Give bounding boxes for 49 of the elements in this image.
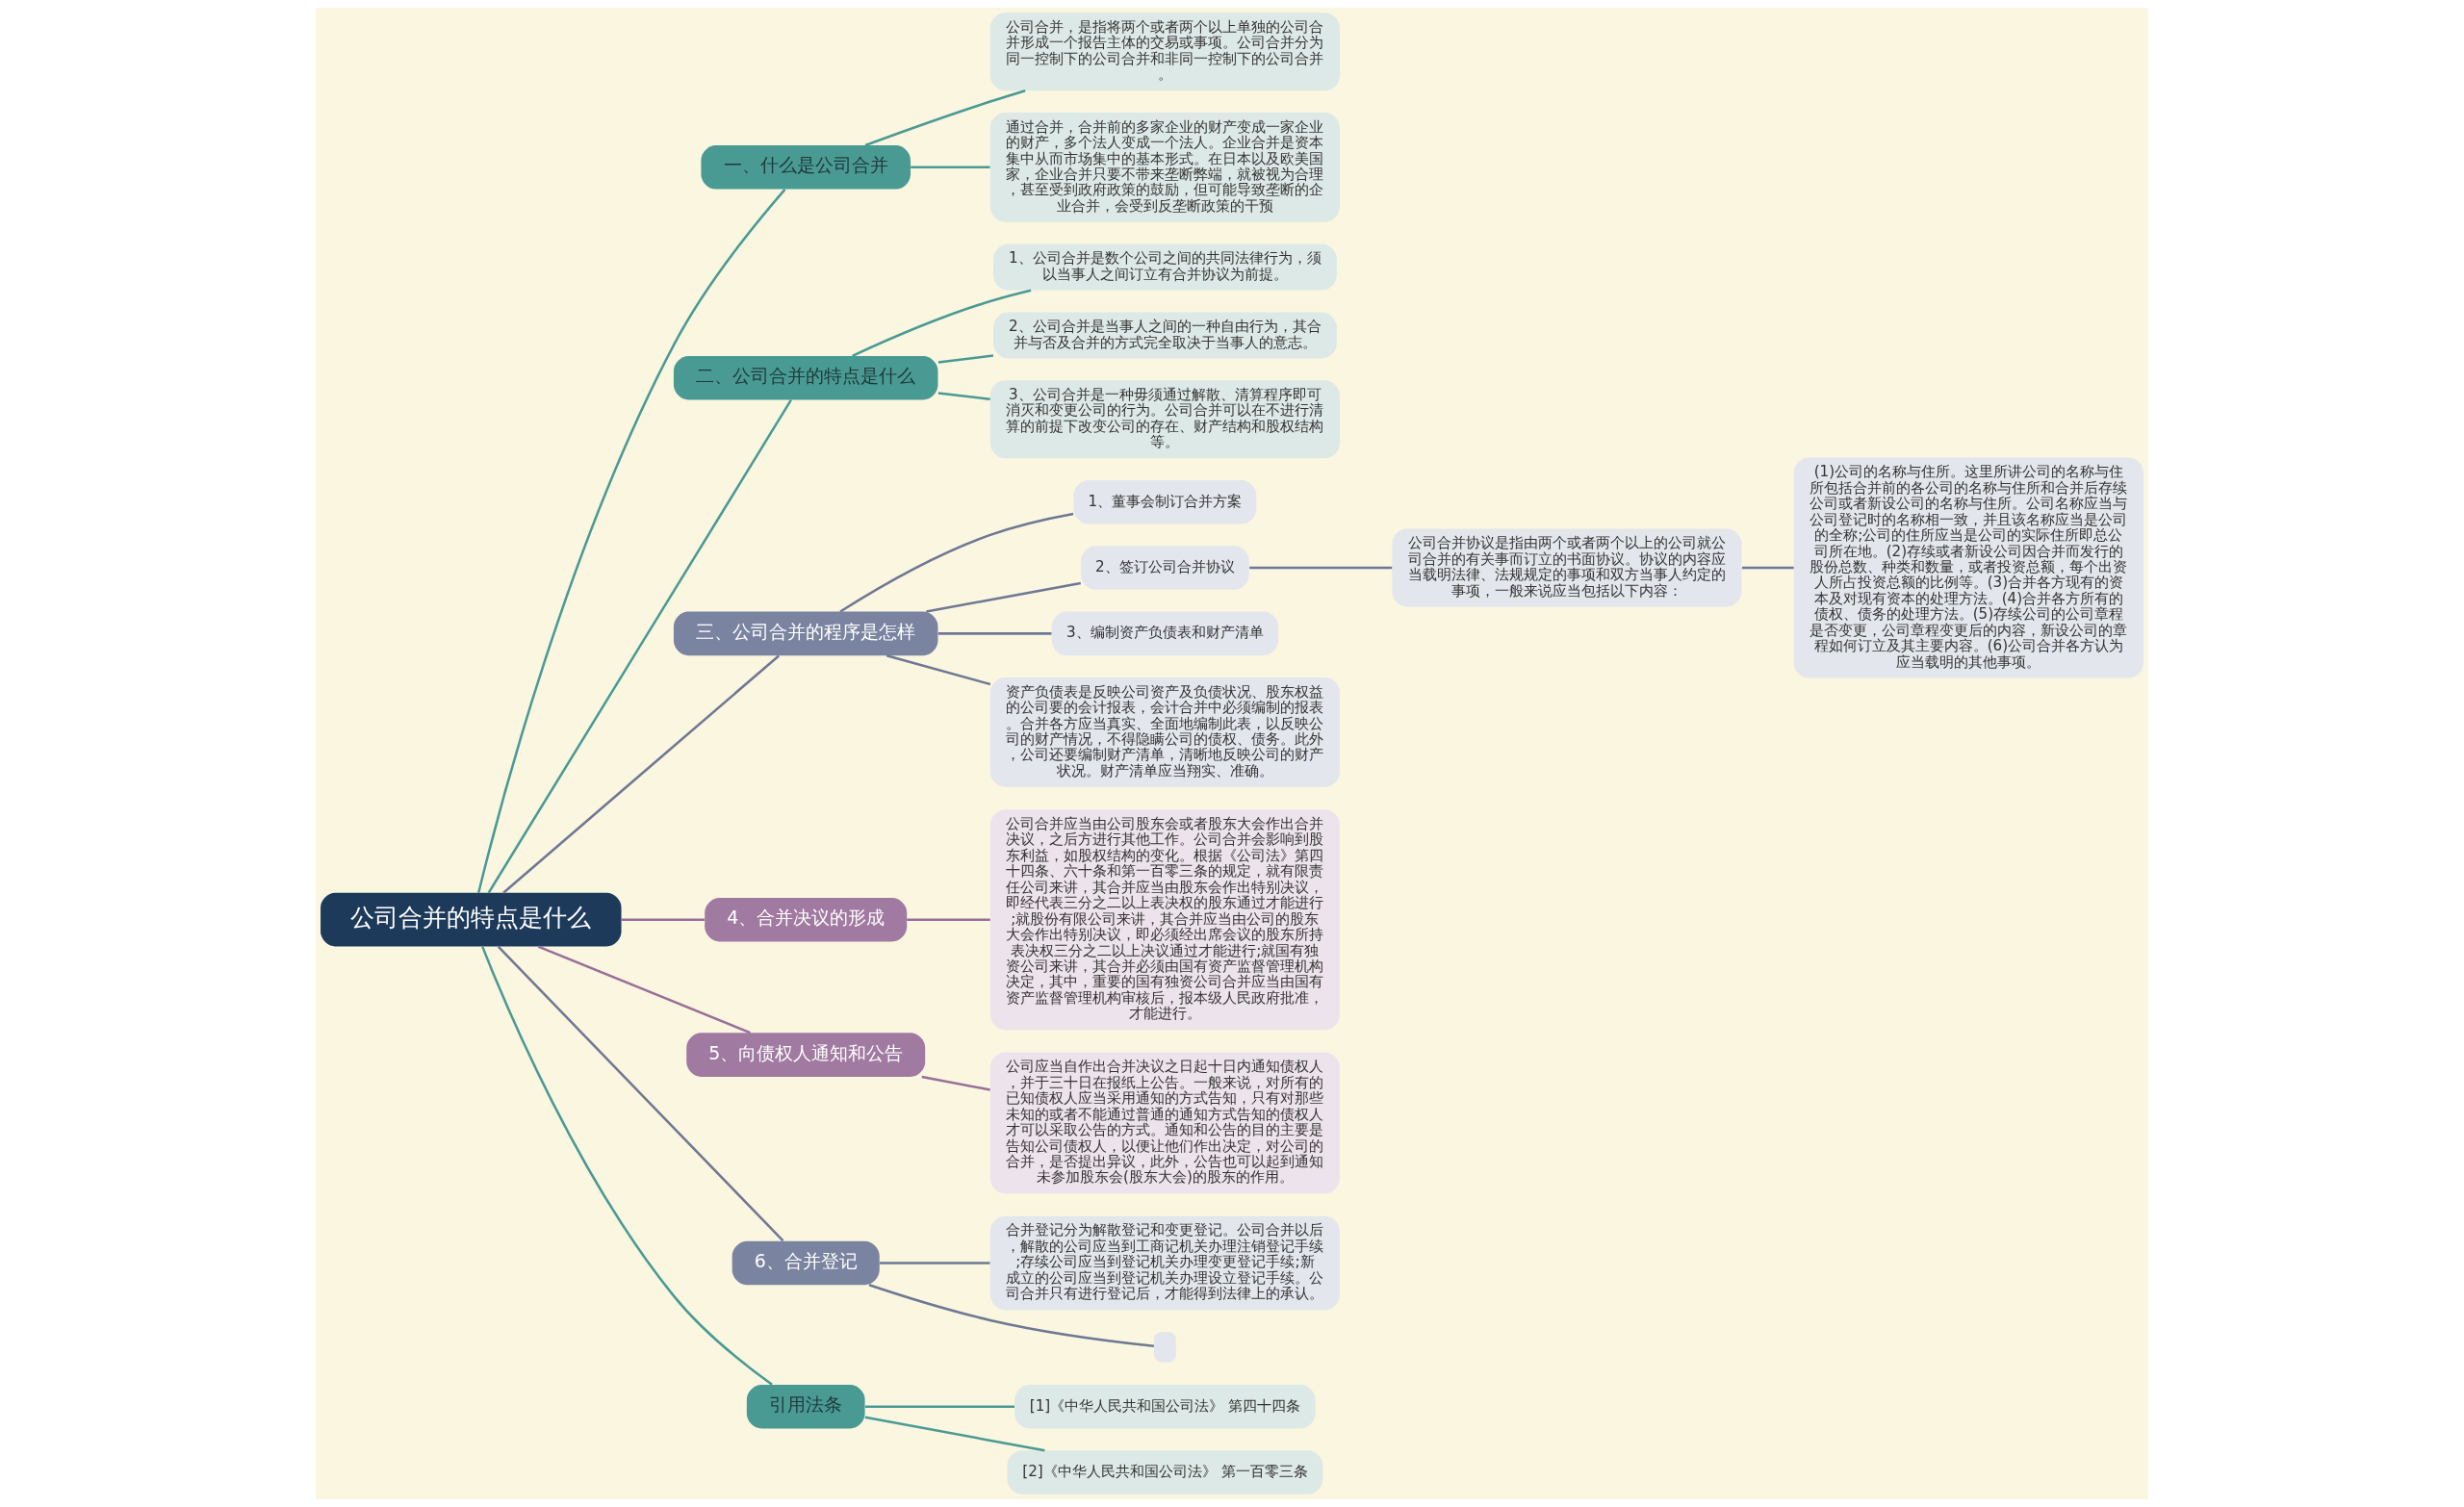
node-box: 3、公司合并是一种毋须通过解散、清算程序即可消灭和变更公司的行为。公司合并可以在不进行清算的前提下改变公司的存在、财产结构和股权结构等。 [989, 380, 1340, 459]
connector [502, 654, 780, 894]
connector [497, 945, 784, 1242]
connector [937, 632, 1052, 635]
connector [839, 512, 1074, 613]
connector [937, 354, 994, 364]
node-box: (1)公司的名称与住所。这里所讲公司的名称与住所包括合并前的各公司的名称与住所和合并后存续公司或者新设公司的名称与住所。公司名称应当与公司登记时的名称相一致，并且该名称应当是公司的全称;公司的住所应当是公司的实际住所即总公司所在地。(2)存续或者新设公司因合并而发行的股份总数、种类和数量，或者投资总额，每个出资人所占投资总额的比例等。(3)合并各方现有的资本及对现有资本的处理方法。(4)合并各方所有的债权、债务的处理方法。(5)存续公司的公司章程是否变更，公司章程变更后的内容，新设公司的章程如何订立及其主要内容。(6)公司合并各方认为应当载明的其他事项。 [1793, 457, 2143, 678]
node-box: [2]《中华人民共和国公司法》 第一百零三条 [1007, 1450, 1323, 1494]
connector [477, 189, 786, 893]
node-box: 公司合并应当由公司股东会或者股东大会作出合并决议，之后方进行其他工作。公司合并会影响到股东利益，如股权结构的变化。根据《公司法》第四十四条、六十条和第一百零三条的规定，就有限责任公司来讲，其合并应当由股东会作出特别决议，即经代表三分之二以上表决权的股东通过才能进行;就股份有限公司来讲，其合并应当由公司的股东大会作出特别决议，即必须经出席会议的股东所持表决权三分之二以上决议通过才能进行;就国有独资公司来讲，其合并必须由国有资产监督管理机构决定，其中，重要的国有独资公司合并应当由国有资产监督管理机构审核后，报本级人民政府批准，才能进行。 [989, 809, 1340, 1031]
node-box: 6、合并登记 [732, 1240, 880, 1286]
node-box: 1、公司合并是数个公司之间的共同法律行为，须以当事人之间订立有合并协议为前提。 [993, 243, 1337, 291]
node-box: 二、公司合并的特点是什么 [673, 355, 938, 400]
node-box [1154, 1331, 1176, 1363]
node-box: 公司应当自作出合并决议之日起十日内通知债权人，并于三十日在报纸上公告。一般来说，对所有的已知债权人应当采用通知的方式告知，只有对那些未知的或者不能通过普通的通知方式告知的债权人才可以采取公告的方式。通知和公告的目的主要是告知公司债权人，以便让他们作出决定，对公司的合并，是否提出异议，此外，公告也可以起到通知未参加股东会(股东大会)的股东的作用。 [989, 1052, 1340, 1194]
node-box: 引用法条 [746, 1384, 865, 1429]
node-box: 3、编制资产负债表和财产清单 [1051, 611, 1279, 656]
connector [1741, 566, 1794, 570]
connector [926, 581, 1081, 613]
node-box: 5、向债权人通知和公告 [686, 1033, 926, 1077]
connector [537, 945, 751, 1034]
connector [481, 946, 773, 1386]
connector [879, 1262, 990, 1264]
connector [907, 918, 990, 921]
connector [937, 392, 990, 401]
node-box: 合并登记分为解散登记和变更登记。公司合并以后，解散的公司应当到工商记机关办理注销登记手续;存续公司应当到登记机关办理变更登记手续;新成立的公司应当到登记机关办理设立登记手续。公司合并只有进行登记后，才能得到法律上的承认。 [989, 1215, 1340, 1311]
node-box: 4、合并决议的形成 [705, 897, 908, 942]
node-box: 2、签订公司合并协议 [1081, 546, 1249, 590]
node-box: 三、公司合并的程序是怎样 [673, 611, 938, 656]
node-box: [1]《中华人民共和国公司法》 第四十四条 [1014, 1384, 1316, 1429]
node-box: 一、什么是公司合并 [701, 145, 911, 190]
node-box: 公司合并，是指将两个或者两个以上单独的公司合并形成一个报告主体的交易或事项。公司合并分为同一控制下的公司合并和非同一控制下的公司合并。 [989, 13, 1340, 91]
node-box: 2、公司合并是当事人之间的一种自由行为，其合并与否及合并的方式完全取决于当事人的意志。 [993, 312, 1337, 359]
connector [1249, 566, 1393, 570]
connector [864, 89, 1026, 147]
connector [868, 1284, 1154, 1347]
connector [911, 166, 990, 169]
node-box: 公司合并协议是指由两个或者两个以上的公司就公司合并的有关事而订立的书面协议。协议的内容应当载明法律、法规规定的事项和双方当事人约定的事项，一般来说应当包括以下内容： [1392, 528, 1742, 607]
node-box: 公司合并的特点是什么 [321, 892, 622, 947]
node-box: 1、董事会制订合并方案 [1073, 480, 1257, 524]
connector [864, 1405, 1014, 1408]
node-box: 资产负债表是反映公司资产及负债状况、股东权益的公司要的会计报表，会计合并中必须编制的报表。合并各方应当真实、全面地编制此表，以反映公司的财产情况，不得隐瞒公司的债权、债务。此外，公司还要编制财产清单，清晰地反映公司的财产状况。财产清单应当翔实、准确。 [989, 677, 1340, 787]
connector [621, 918, 705, 921]
connector [886, 654, 991, 686]
node-box: 通过合并，合并前的多家企业的财产变成一家企业的财产，多个法人变成一个法人。企业合并是资本集中从而市场集中的基本形式。在日本以及欧美国家，企业合并只要不带来垄断弊端，就被视为合理，甚至受到政府政策的鼓励，但可能导致垄断的企业合并，会受到反垄断政策的干预 [989, 112, 1340, 222]
connector [487, 399, 792, 894]
connector [852, 289, 1032, 357]
connector [921, 1075, 990, 1091]
connector [864, 1416, 1045, 1452]
